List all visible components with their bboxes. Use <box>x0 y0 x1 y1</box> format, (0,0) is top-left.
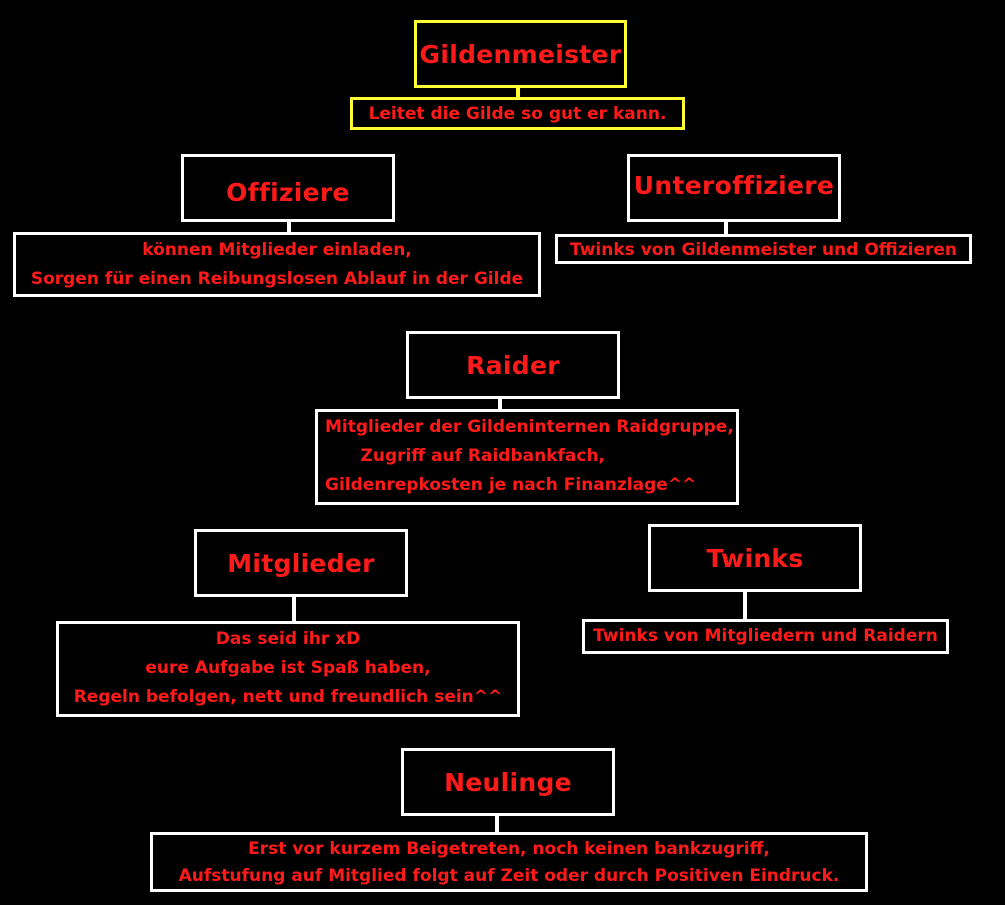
mitglieder-box: Mitglieder <box>194 529 408 597</box>
twinks-title: Twinks <box>706 543 804 573</box>
gildenmeister-connector <box>516 86 520 100</box>
unteroffiziere-box: Unteroffiziere <box>627 154 841 222</box>
gildenmeister-title: Gildenmeister <box>419 39 622 69</box>
offiziere-desc-box: können Mitglieder einladen, Sorgen für e… <box>13 232 541 297</box>
offiziere-box: Offiziere <box>181 154 395 222</box>
mitglieder-desc-line: Das seid ihr xD <box>215 629 361 649</box>
gildenmeister-desc-line: Leitet die Gilde so gut er kann. <box>368 104 667 124</box>
offiziere-desc-line: Sorgen für einen Reibungslosen Ablauf in… <box>30 269 524 289</box>
unteroffiziere-desc-line: Twinks von Gildenmeister und Offizieren <box>569 240 957 260</box>
unteroffiziere-title: Unteroffiziere <box>633 170 835 200</box>
neulinge-desc-box: Erst vor kurzem Beigetreten, noch keinen… <box>150 832 868 892</box>
raider-desc-box: Mitglieder der Gildeninternen Raidgruppe… <box>315 409 739 505</box>
raider-desc-line: Mitglieder der Gildeninternen Raidgruppe… <box>325 417 734 437</box>
gildenmeister-box: Gildenmeister <box>414 20 627 88</box>
twinks-connector <box>743 590 747 620</box>
raider-desc-line: Gildenrepkosten je nach Finanzlage^^ <box>325 475 697 495</box>
raider-title: Raider <box>466 350 560 380</box>
unteroffiziere-connector <box>724 220 728 236</box>
mitglieder-connector <box>292 595 296 623</box>
neulinge-desc-line: Aufstufung auf Mitglied folgt auf Zeit o… <box>178 866 840 886</box>
twinks-desc-line: Twinks von Mitgliedern und Raidern <box>593 626 938 646</box>
raider-desc-line: Zugriff auf Raidbankfach, <box>325 446 606 466</box>
offiziere-connector <box>287 220 291 234</box>
neulinge-title: Neulinge <box>444 767 572 797</box>
mitglieder-desc-line: Regeln befolgen, nett und freundlich sei… <box>73 687 503 707</box>
twinks-desc-box: Twinks von Mitgliedern und Raidern <box>582 619 949 654</box>
mitglieder-desc-box: Das seid ihr xD eure Aufgabe ist Spaß ha… <box>56 621 520 717</box>
gildenmeister-desc-box: Leitet die Gilde so gut er kann. <box>350 97 685 130</box>
neulinge-connector <box>495 814 499 834</box>
neulinge-desc-line: Erst vor kurzem Beigetreten, noch keinen… <box>248 839 770 859</box>
mitglieder-desc-line: eure Aufgabe ist Spaß haben, <box>145 658 431 678</box>
neulinge-box: Neulinge <box>401 748 615 816</box>
raider-connector <box>498 397 502 411</box>
mitglieder-title: Mitglieder <box>227 548 375 578</box>
unteroffiziere-desc-box: Twinks von Gildenmeister und Offizieren <box>555 234 972 264</box>
offiziere-desc-line: können Mitglieder einladen, <box>142 240 412 260</box>
offiziere-title: Offiziere <box>226 177 350 207</box>
twinks-box: Twinks <box>648 524 862 592</box>
raider-box: Raider <box>406 331 620 399</box>
